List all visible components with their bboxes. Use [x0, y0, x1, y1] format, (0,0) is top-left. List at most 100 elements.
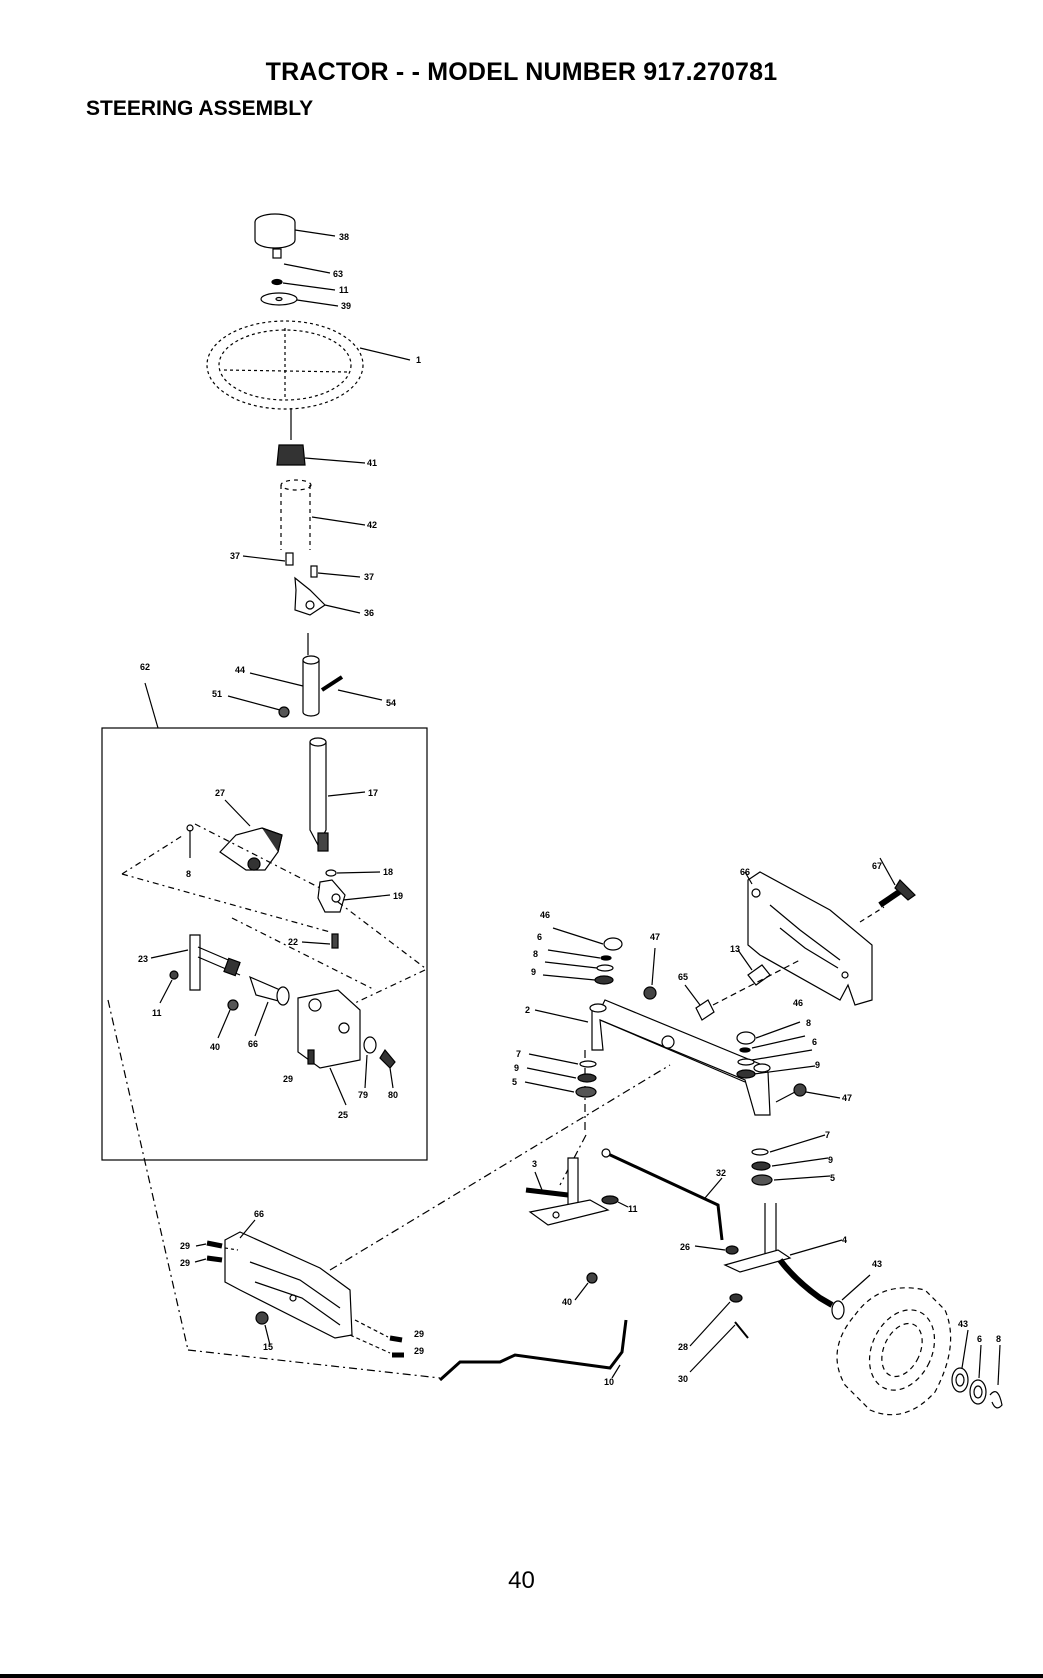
drag-link [602, 1149, 722, 1240]
nut-40 [218, 1000, 238, 1038]
pin-30 [690, 1322, 748, 1372]
callout-label: 29 [180, 1241, 190, 1251]
gear-bracket [298, 990, 360, 1105]
callout-label: 25 [338, 1110, 348, 1120]
right-cap-stack [737, 1022, 815, 1078]
callout-label: 23 [138, 954, 148, 964]
callout-label: 79 [358, 1090, 368, 1100]
callout-label: 37 [364, 572, 374, 582]
callout-label: 40 [210, 1042, 220, 1052]
callout-label: 66 [740, 867, 750, 877]
callout-label: 3 [532, 1159, 537, 1169]
nut-47-left [644, 948, 656, 999]
callout-label: 11 [152, 1008, 162, 1018]
callout-label: 27 [215, 788, 225, 798]
callout-label: 47 [650, 932, 660, 942]
sector-shaft [151, 935, 240, 990]
boot [281, 480, 365, 550]
callout-label: 6 [812, 1037, 817, 1047]
callout-label: 80 [388, 1090, 398, 1100]
spindle-right [725, 1203, 842, 1305]
lock-washer [272, 280, 335, 291]
callout-label: 4 [842, 1235, 847, 1245]
tie-rod [440, 1320, 626, 1380]
callout-label: 5 [512, 1077, 517, 1087]
cap-bolt [273, 249, 330, 273]
nut-40-lower [575, 1273, 597, 1300]
shaft-washer [326, 870, 380, 876]
bracket-screw [380, 1050, 395, 1088]
callout-label: 30 [678, 1374, 688, 1384]
callout-label: 42 [367, 520, 377, 530]
bracket-bolt [308, 1050, 314, 1064]
callout-label: 15 [263, 1342, 273, 1352]
callout-label: 62 [140, 662, 150, 672]
callout-label: 43 [958, 1319, 968, 1329]
left-lower-stack [525, 1054, 596, 1097]
callout-label: 18 [383, 867, 393, 877]
right-lower-stack [752, 1135, 830, 1185]
screws [243, 553, 360, 577]
callout-label: 39 [341, 301, 351, 311]
callout-label: 47 [842, 1093, 852, 1103]
callout-label: 66 [254, 1209, 264, 1219]
callout-label: 37 [230, 551, 240, 561]
page-number: 40 [0, 1567, 1043, 1595]
callout-label: 51 [212, 689, 222, 699]
callout-label: 5 [830, 1173, 835, 1183]
steering-cap [255, 214, 335, 248]
callout-label: 11 [628, 1204, 638, 1214]
pinion-gear [318, 880, 390, 912]
callout-label: 32 [716, 1168, 726, 1178]
callout-label: 8 [533, 949, 538, 959]
callout-label: 28 [678, 1342, 688, 1352]
callout-label: 13 [730, 944, 740, 954]
callout-label: 8 [996, 1334, 1001, 1344]
spacer [250, 977, 289, 1036]
bracket-washer [364, 1037, 376, 1088]
callout-label: 29 [180, 1258, 190, 1268]
left-cap-stack [543, 928, 622, 984]
pinion-bolt [302, 934, 338, 948]
shaft-nut [228, 696, 289, 717]
callout-label: 67 [872, 861, 882, 871]
callout-label: 8 [806, 1018, 811, 1028]
nut-11-middle [602, 1196, 628, 1207]
gear-assembly-box [102, 683, 427, 1160]
callout-label: 10 [604, 1377, 614, 1387]
callout-label: 46 [540, 910, 550, 920]
steering-wheel [207, 321, 363, 409]
callout-label: 9 [815, 1060, 820, 1070]
callout-label: 2 [525, 1005, 530, 1015]
sector-gear [220, 800, 282, 870]
nut-11 [160, 971, 178, 1003]
callout-label: 29 [414, 1329, 424, 1339]
axle-bracket-right [745, 872, 872, 1005]
callout-label: 6 [977, 1334, 982, 1344]
callout-label: 8 [186, 869, 191, 879]
callout-label: 63 [333, 269, 343, 279]
callout-label: 1 [416, 355, 421, 365]
pivot-bolt [860, 858, 915, 922]
bottom-rule [0, 1674, 1043, 1678]
steering-shaft-lower [310, 738, 365, 851]
washer-28 [690, 1294, 742, 1346]
callout-label: 66 [248, 1039, 258, 1049]
callout-label: 7 [825, 1130, 830, 1140]
front-wheel [837, 1288, 951, 1415]
washer-43-inner [832, 1275, 870, 1319]
callout-label: 41 [367, 458, 377, 468]
column-bracket [295, 578, 360, 655]
callout-label: 7 [516, 1049, 521, 1059]
callout-label: 54 [386, 698, 396, 708]
callout-label: 40 [562, 1297, 572, 1307]
callout-label: 22 [288, 937, 298, 947]
nut-15 [256, 1312, 270, 1345]
shaft-bolt [322, 677, 382, 700]
bracket-bolts-lower [350, 1320, 404, 1355]
flat-washer [261, 293, 338, 306]
callout-label: 19 [393, 891, 403, 901]
nut-47-right [776, 1084, 840, 1102]
callout-label: 29 [283, 1074, 293, 1084]
